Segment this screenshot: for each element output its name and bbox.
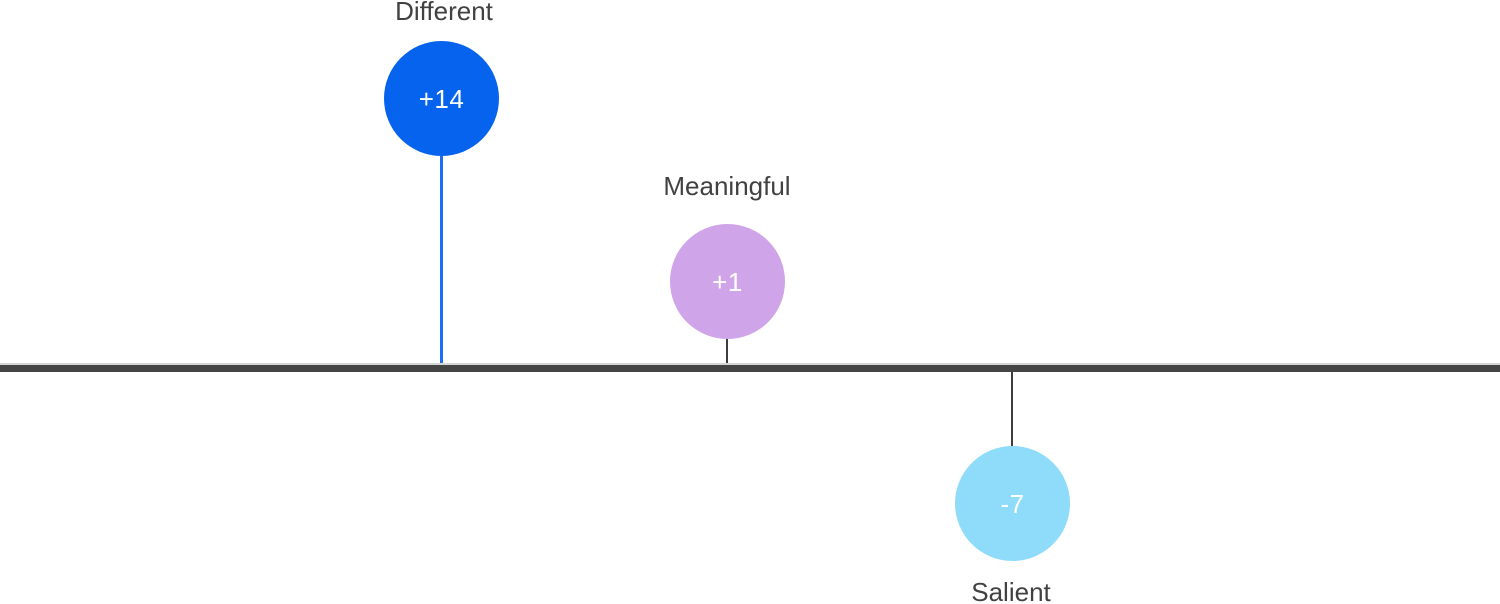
category-label-meaningful: Meaningful — [663, 171, 791, 201]
stem-salient — [1011, 369, 1013, 503]
stem-different — [440, 99, 443, 366]
category-label-different: Different — [395, 0, 493, 26]
bubble-meaningful: +1 — [670, 224, 785, 339]
bubble-salient-value: -7 — [1000, 488, 1025, 519]
category-label-salient: Salient — [971, 577, 1051, 604]
bubble-different: +14 — [384, 41, 499, 156]
bubble-salient: -7 — [955, 446, 1070, 561]
bubble-meaningful-value: +1 — [712, 266, 743, 297]
bubble-different-value: +14 — [418, 83, 465, 114]
zero-baseline — [0, 363, 1500, 372]
